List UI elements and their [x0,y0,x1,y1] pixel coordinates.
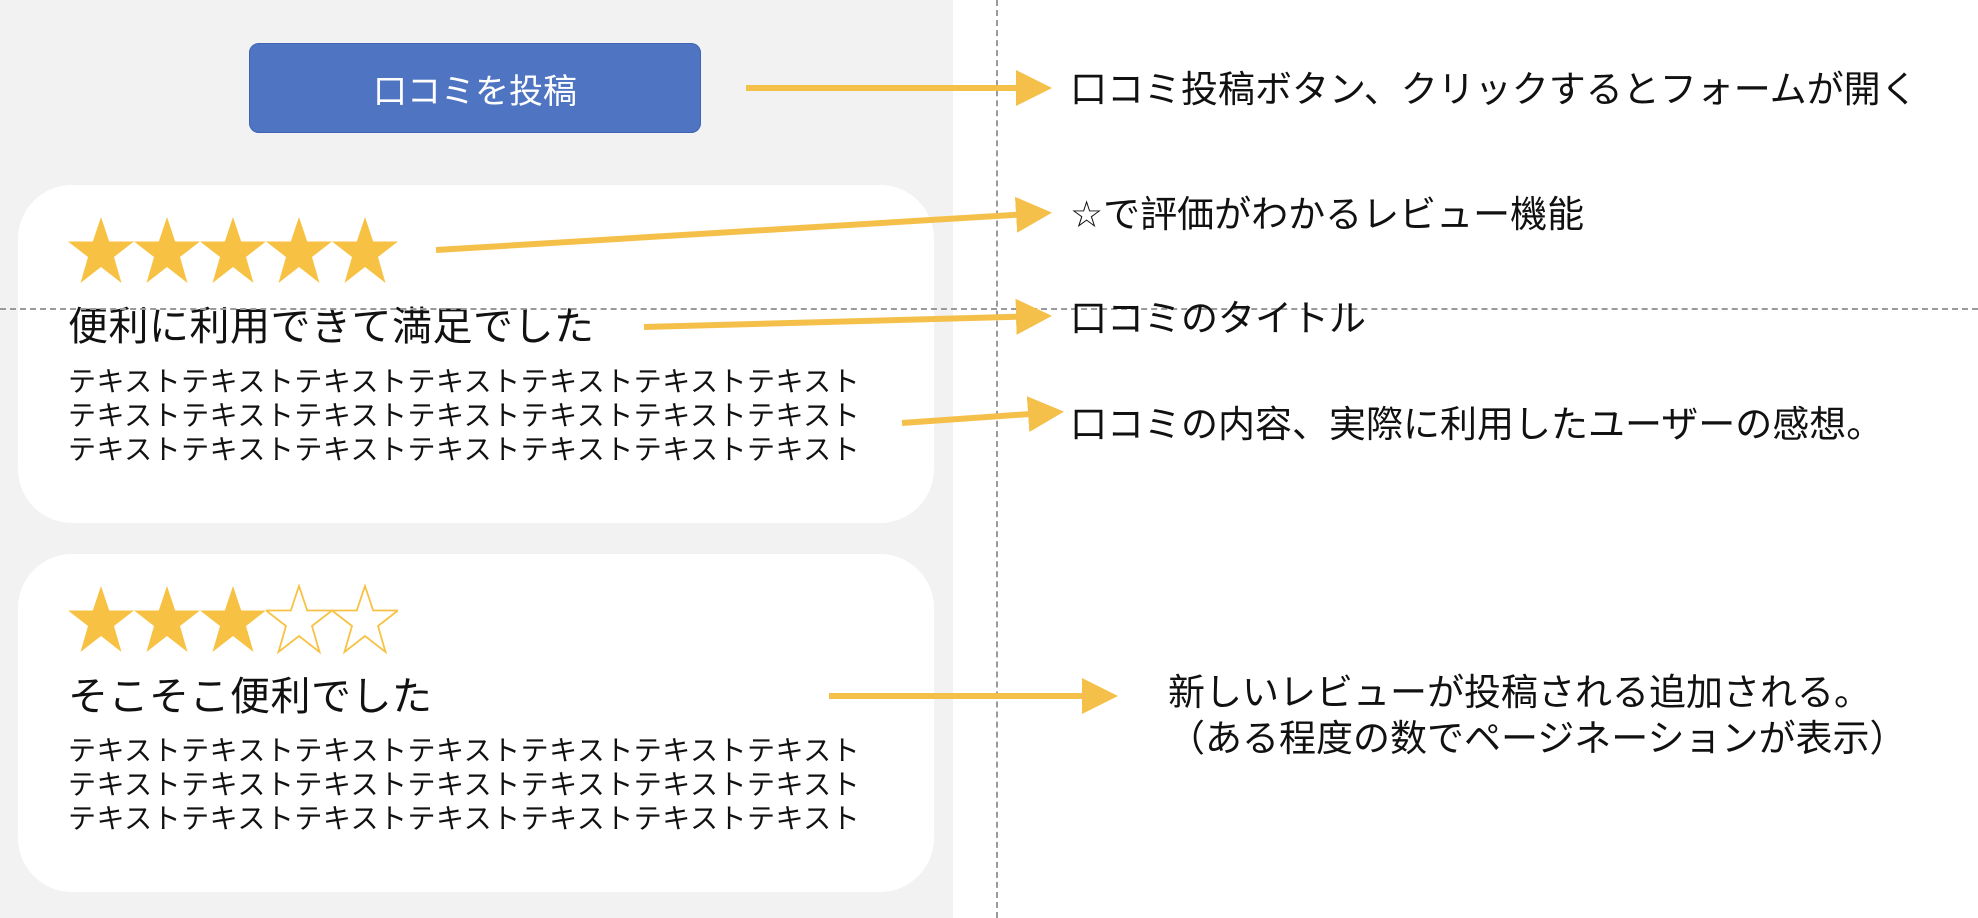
annotation-new-review: 新しいレビューが投稿される追加される。 （ある程度の数でページネーションが表示） [1168,670,1928,762]
arrow-title [643,298,1052,335]
star-rating [68,213,398,289]
star-filled-icon [266,217,332,283]
review-body-line: テキストテキストテキストテキストテキストテキストテキスト [68,802,861,835]
star-filled-icon [68,586,134,652]
annotation-new-review-line: （ある程度の数でページネーションが表示） [1168,717,1907,760]
review-title: 便利に利用できて満足でした [68,304,595,350]
star-rating [68,582,398,658]
annotation-post-button: 口コミ投稿ボタン、クリックするとフォームが開く [1070,68,1918,111]
review-card: 便利に利用できて満足でした テキストテキストテキストテキストテキストテキストテキ… [18,185,934,523]
star-filled-icon [68,217,134,283]
arrow-rating [435,196,1052,253]
annotation-rating: ☆で評価がわかるレビュー機能 [1070,193,1585,236]
star-filled-icon [200,217,266,283]
star-filled-icon [134,586,200,652]
annotation-body: 口コミの内容、実際に利用したユーザーの感想。 [1070,403,1884,446]
star-filled-icon [332,217,398,283]
annotation-new-review-line: 新しいレビューが投稿される追加される。 [1168,671,1871,714]
star-empty-icon [332,583,398,655]
arrow-body [901,396,1064,433]
star-filled-icon [134,217,200,283]
review-title: そこそこ便利でした [68,674,433,720]
guide-line-vertical [996,0,998,918]
star-empty-icon [266,583,332,655]
annotation-title: 口コミのタイトル [1070,297,1366,340]
review-body: テキストテキストテキストテキストテキストテキストテキスト テキストテキストテキス… [68,365,860,467]
guide-line-horizontal [0,308,1978,310]
review-body: テキストテキストテキストテキストテキストテキストテキスト テキストテキストテキス… [68,734,860,836]
post-review-button[interactable]: 口コミを投稿 [249,43,701,133]
review-body-line: テキストテキストテキストテキストテキストテキストテキスト [68,365,861,398]
review-body-line: テキストテキストテキストテキストテキストテキストテキスト [68,399,861,432]
review-panel: 口コミを投稿 便利に利用できて満足でした テキストテキストテキストテキストテキス… [0,0,953,918]
star-filled-icon [200,586,266,652]
review-body-line: テキストテキストテキストテキストテキストテキストテキスト [68,734,861,767]
review-card: そこそこ便利でした テキストテキストテキストテキストテキストテキストテキスト テ… [18,554,934,892]
review-body-line: テキストテキストテキストテキストテキストテキストテキスト [68,768,861,801]
review-body-line: テキストテキストテキストテキストテキストテキストテキスト [68,433,861,466]
